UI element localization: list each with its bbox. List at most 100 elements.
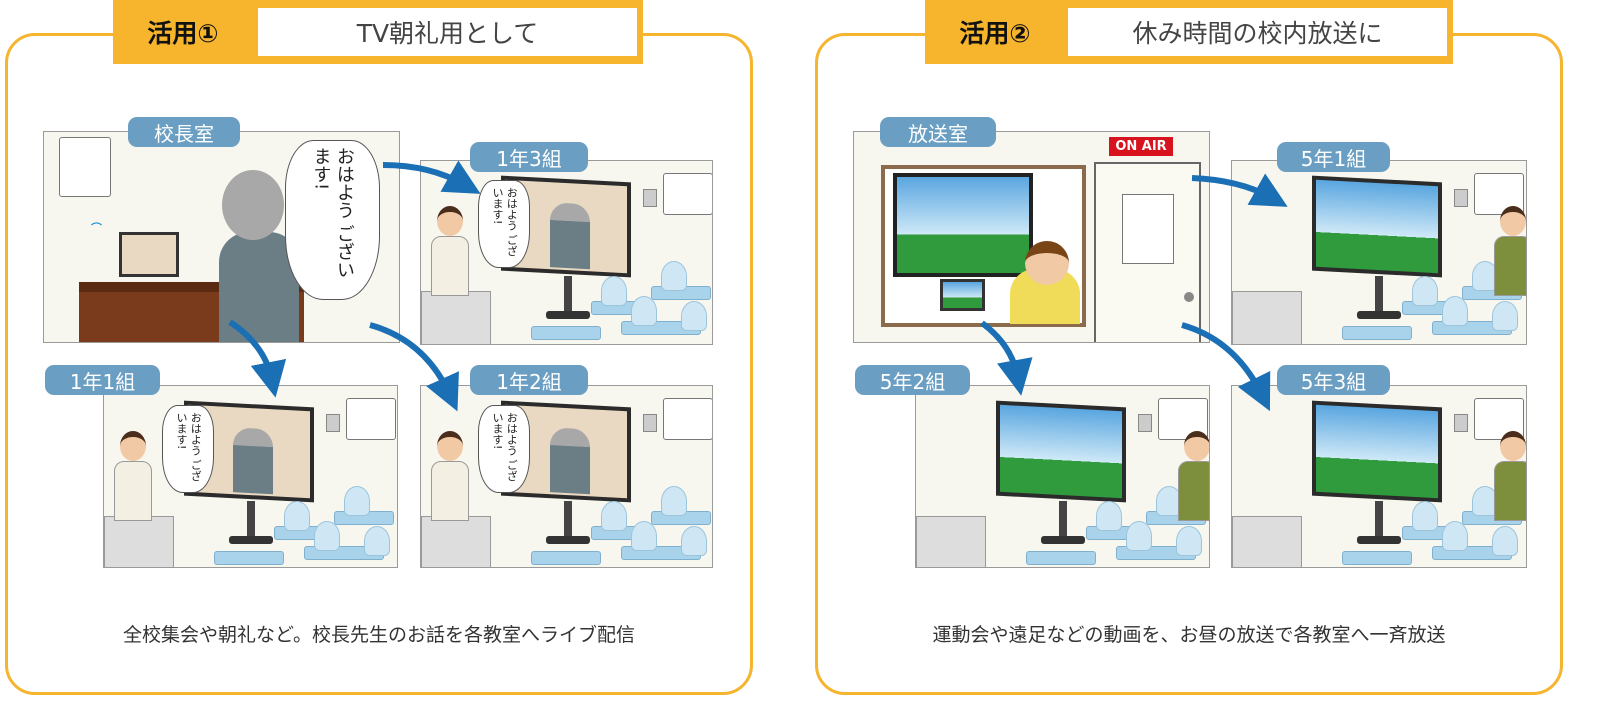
teacher-desk — [1232, 516, 1302, 567]
student-silhouette — [1176, 526, 1202, 556]
student-desk — [1342, 326, 1412, 340]
principal-on-screen — [233, 427, 273, 495]
teacher-figure — [431, 461, 469, 521]
outlet-icon — [643, 414, 657, 432]
teacher-desk — [421, 516, 491, 567]
student-desk — [1342, 551, 1412, 565]
teacher-head — [437, 431, 463, 461]
panel-2-number: 活用② — [959, 19, 1031, 48]
door-window — [1122, 194, 1174, 264]
outlet-icon — [1138, 414, 1152, 432]
access-point-icon — [663, 398, 712, 440]
teacher-figure — [1178, 461, 1209, 521]
tv-stand-base — [1041, 536, 1085, 544]
student-silhouette — [1412, 501, 1438, 531]
broadcast-room: ON AIR — [853, 131, 1210, 343]
wall-tv — [996, 400, 1126, 503]
teacher-head — [1184, 431, 1209, 461]
wifi-icon: ◝ — [86, 214, 110, 238]
student-desk — [531, 551, 601, 565]
student-silhouette — [631, 521, 657, 551]
student-silhouette — [344, 486, 370, 516]
access-point-icon — [346, 398, 396, 440]
classroom-1-2 — [420, 385, 713, 568]
classroom-5-3 — [1231, 385, 1527, 568]
tv-stand — [564, 501, 572, 541]
laptop-icon — [119, 232, 179, 277]
tv-screen — [1316, 404, 1438, 499]
teacher-head — [1500, 431, 1526, 461]
teacher-head — [120, 431, 146, 461]
tv-stand-base — [1357, 536, 1401, 544]
student-silhouette — [1472, 486, 1498, 516]
classroom-1-1 — [103, 385, 398, 568]
panel-2-header: 活用② 休み時間の校内放送に — [925, 0, 1453, 64]
outlet-icon — [643, 189, 657, 207]
student-desk — [1026, 551, 1096, 565]
student-silhouette — [1492, 526, 1518, 556]
student-silhouette — [1412, 276, 1438, 306]
student-silhouette — [314, 521, 340, 551]
studio-tv — [893, 173, 1033, 277]
teacher-desk — [1232, 291, 1302, 344]
panel-2-caption: 運動会や遠足などの動画を、お昼の放送で各教室へ一斉放送 — [932, 624, 1446, 646]
door — [1094, 162, 1201, 342]
student-silhouette — [601, 276, 627, 306]
teacher-figure — [1494, 236, 1526, 296]
tv-stand-base — [546, 311, 590, 319]
speech-bubble: おはよう ございます! — [478, 405, 530, 493]
tv-stand — [1375, 276, 1383, 316]
laptop-icon — [940, 279, 985, 311]
tv-stand-base — [546, 536, 590, 544]
panel-2-title: 休み時間の校内放送に — [1068, 8, 1447, 56]
room-label-1-1: 1年1組 — [45, 365, 160, 395]
wall-tv — [1312, 400, 1442, 503]
wall-tv — [1312, 175, 1442, 278]
student-silhouette — [1472, 261, 1498, 291]
principal-on-screen — [550, 427, 590, 495]
panel-1-title: TV朝礼用として — [258, 8, 637, 56]
student-silhouette — [1492, 301, 1518, 331]
teacher-desk — [916, 516, 986, 567]
student-silhouette — [601, 501, 627, 531]
tv-screen — [1316, 179, 1438, 274]
panel-1-header: 活用① TV朝礼用として — [113, 0, 643, 64]
studio-window — [881, 165, 1086, 327]
student-silhouette — [1442, 296, 1468, 326]
student-desk — [214, 551, 284, 565]
student-head — [1025, 241, 1069, 285]
tv-stand — [564, 276, 572, 316]
tv-stand — [247, 501, 255, 541]
room-label-principal: 校長室 — [128, 117, 240, 147]
door-knob — [1184, 292, 1194, 302]
classroom-5-2 — [915, 385, 1210, 568]
room-label-1-2: 1年2組 — [470, 365, 588, 395]
room-label-broadcast: 放送室 — [880, 117, 996, 147]
student-silhouette — [661, 486, 687, 516]
access-point-icon — [59, 137, 111, 197]
outlet-icon — [326, 414, 340, 432]
room-label-5-1: 5年1組 — [1277, 142, 1390, 172]
room-label-1-3: 1年3組 — [470, 142, 588, 172]
classroom-1-3 — [420, 160, 713, 345]
teacher-head — [1500, 206, 1526, 236]
principal-on-screen — [550, 202, 590, 270]
teacher-figure — [1494, 461, 1526, 521]
classroom-5-1 — [1231, 160, 1527, 345]
tv-stand — [1059, 501, 1067, 541]
panel-1-caption: 全校集会や朝礼など。校長先生のお話を各教室へライブ配信 — [122, 624, 636, 646]
on-air-sign: ON AIR — [1109, 137, 1173, 156]
student-silhouette — [1442, 521, 1468, 551]
student-desk — [531, 326, 601, 340]
student-silhouette — [1096, 501, 1122, 531]
student-silhouette — [631, 296, 657, 326]
student-silhouette — [364, 526, 390, 556]
student-silhouette — [681, 301, 707, 331]
outlet-icon — [1454, 414, 1468, 432]
tv-stand-base — [229, 536, 273, 544]
tv-stand-base — [1357, 311, 1401, 319]
speech-bubble: おはよう ございます! — [478, 180, 530, 268]
teacher-figure — [114, 461, 152, 521]
tv-screen — [1000, 404, 1122, 499]
student-silhouette — [661, 261, 687, 291]
